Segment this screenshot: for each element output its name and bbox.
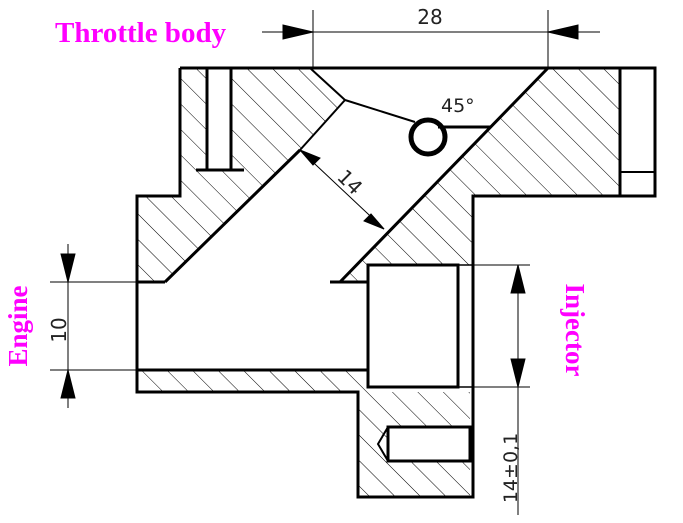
bottom-bolt-hole-tip bbox=[376, 426, 389, 462]
dimension-top-width bbox=[262, 10, 600, 68]
bottom-bolt-hole bbox=[386, 425, 472, 463]
dim-engine-port-text: 10 bbox=[47, 317, 71, 342]
injector-bore bbox=[366, 263, 473, 389]
upper-channel-wall bbox=[163, 148, 302, 284]
dimension-injector-port bbox=[473, 264, 530, 515]
dim-diagonal-text: 14 bbox=[332, 165, 367, 200]
dimension-diagonal bbox=[299, 149, 385, 230]
mounting-holes bbox=[196, 66, 657, 463]
hatch-upper-wall bbox=[137, 68, 345, 282]
dimension-engine-port bbox=[50, 244, 137, 408]
hatch-bottom-wall bbox=[137, 370, 368, 392]
channel-chamfer bbox=[309, 67, 346, 101]
dim-angle-text: 45° bbox=[441, 95, 475, 117]
label-engine: Engine bbox=[3, 285, 33, 366]
chamfer-to-wall bbox=[299, 99, 346, 151]
right-bolt-hole bbox=[618, 66, 657, 198]
left-bolt-hole bbox=[205, 66, 233, 172]
chamfer-to-circle bbox=[344, 99, 416, 123]
hatch-right-wall bbox=[340, 68, 655, 282]
lower-channel-wall bbox=[338, 66, 550, 284]
label-throttle-body: Throttle body bbox=[55, 17, 227, 49]
section-hatching bbox=[137, 68, 655, 497]
dim-injector-port-text: 14±0,1 bbox=[500, 433, 522, 503]
injector-bore-outline bbox=[366, 263, 460, 389]
sensor-port-circle bbox=[408, 117, 448, 157]
label-injector: Injector bbox=[560, 284, 590, 377]
dim-top-width-text: 28 bbox=[417, 5, 442, 29]
